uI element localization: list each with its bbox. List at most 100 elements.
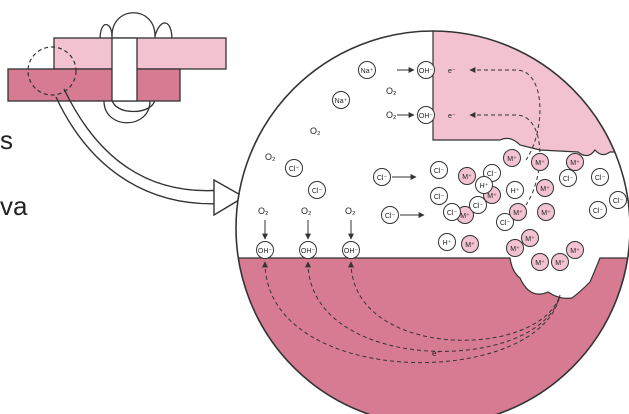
svg-text:H⁺: H⁺ [511,188,520,195]
crevice-ion-metal_ion: M⁺ [458,167,476,185]
lower-sheet [7,68,181,102]
svg-text:M⁺: M⁺ [462,174,472,181]
side-text-2: va [0,191,28,221]
hydroxide-ion-top: OH⁻ [417,106,435,124]
crevice-ion-metal_ion: M⁺ [509,203,527,221]
svg-text:M⁺: M⁺ [465,242,475,249]
svg-text:M⁺: M⁺ [513,210,523,217]
svg-text:M⁺: M⁺ [525,236,535,243]
solution-ion-chloride: Cl⁻ [308,181,326,199]
svg-text:M⁺: M⁺ [541,210,551,217]
svg-text:Cl⁻: Cl⁻ [447,210,458,217]
oxygen-label: O₂ [301,206,312,216]
oxygen-label: O₂ [258,206,269,216]
crevice-ion-chloride: Cl⁻ [443,203,461,221]
crevice-ion-metal_ion: M⁺ [531,153,549,171]
svg-text:Cl⁻: Cl⁻ [434,194,445,201]
svg-text:M⁺: M⁺ [535,160,545,167]
svg-text:M⁺: M⁺ [555,260,565,267]
svg-text:OH⁻: OH⁻ [419,113,434,120]
svg-text:M⁺: M⁺ [535,260,545,267]
oxygen-label: O₂ [310,126,321,136]
electron-label: e⁻ [448,113,456,120]
solution-ion-chloride: Cl⁻ [285,159,303,177]
svg-text:Cl⁻: Cl⁻ [595,175,606,182]
svg-text:Cl⁻: Cl⁻ [312,188,323,195]
hydroxide-ion-bottom: OH⁻ [256,241,274,259]
svg-text:M⁺: M⁺ [510,246,520,253]
upper-plate [432,31,629,157]
svg-text:H⁺: H⁺ [480,183,489,190]
svg-text:H⁺: H⁺ [443,240,452,247]
electron-label: e⁻ [448,68,456,75]
svg-text:M⁺: M⁺ [460,213,470,220]
oxygen-label: O₂ [386,110,397,120]
svg-text:Cl⁻: Cl⁻ [500,220,511,227]
joint-sketch [7,12,227,124]
electron-label-bottom: e⁻ [432,349,441,358]
crevice-ion-chloride: Cl⁻ [469,196,487,214]
hydroxide-ion-bottom: OH⁻ [299,241,317,259]
magnified-detail [236,31,629,414]
solution-ion-chloride: Cl⁻ [430,161,448,179]
svg-text:OH⁻: OH⁻ [419,68,434,75]
solution-ion-sodium: Na⁺ [358,61,376,79]
solution-ion-sodium: Na⁺ [332,91,350,109]
crevice-ion-metal_ion: M⁺ [503,149,521,167]
crevice-ion-metal_ion: M⁺ [531,253,549,271]
side-text-1: s [0,125,13,155]
crevice-ion-hydrogen: H⁺ [475,176,493,194]
crevice-ion-metal_ion: M⁺ [537,203,555,221]
crevice-ion-metal_ion: M⁺ [566,153,584,171]
oxygen-label: O₂ [265,152,276,162]
svg-text:OH⁻: OH⁻ [258,248,273,255]
svg-text:Cl⁻: Cl⁻ [487,171,498,178]
svg-text:OH⁻: OH⁻ [301,248,316,255]
crevice-ion-chloride: Cl⁻ [496,213,514,231]
svg-text:Cl⁻: Cl⁻ [563,176,574,183]
svg-text:Na⁺: Na⁺ [361,68,374,75]
crevice-ion-metal_ion: M⁺ [461,235,479,253]
svg-text:Cl⁻: Cl⁻ [289,166,300,173]
oxygen-label: O₂ [386,86,397,96]
svg-text:M⁺: M⁺ [507,156,517,163]
svg-text:Cl⁻: Cl⁻ [613,198,624,205]
crevice-ion-chloride: Cl⁻ [430,187,448,205]
rivet-shank [111,37,138,102]
crevice-ion-hydrogen: H⁺ [438,233,456,251]
oxygen-label: O₂ [345,206,356,216]
crevice-ion-metal_ion: M⁺ [551,253,569,271]
svg-text:M⁺: M⁺ [540,186,550,193]
crevice-ion-metal_ion: M⁺ [506,239,524,257]
crevice-ion-metal_ion: M⁺ [521,229,539,247]
svg-text:M⁺: M⁺ [487,193,497,200]
upper-sheet [53,37,227,70]
svg-text:Na⁺: Na⁺ [335,98,348,105]
svg-text:Cl⁻: Cl⁻ [434,168,445,175]
lower-plate [236,257,629,414]
svg-text:OH⁻: OH⁻ [344,248,359,255]
svg-text:Cl⁻: Cl⁻ [385,213,396,220]
zoom-arrow [55,88,246,217]
solution-ion-chloride: Cl⁻ [381,206,399,224]
crevice-ion-chloride: Cl⁻ [559,169,577,187]
crevice-ion-chloride: Cl⁻ [591,168,609,186]
crevice-ion-metal_ion: M⁺ [536,179,554,197]
detail-callout-circle [27,46,77,96]
crevice-ion-hydrogen: H⁺ [506,181,524,199]
svg-text:Cl⁻: Cl⁻ [473,203,484,210]
svg-text:M⁺: M⁺ [570,248,580,255]
svg-text:Cl⁻: Cl⁻ [593,208,604,215]
svg-text:M⁺: M⁺ [570,160,580,167]
magnifier-rim [235,30,629,414]
hydroxide-ion-top: OH⁻ [417,61,435,79]
hydroxide-ion-bottom: OH⁻ [342,241,360,259]
rivet-head [103,100,151,124]
svg-text:Cl⁻: Cl⁻ [377,175,388,182]
crevice-ion-chloride: Cl⁻ [589,201,607,219]
crevice-ion-chloride: Cl⁻ [609,191,627,209]
crevice-ion-metal_ion: M⁺ [566,241,584,259]
solution-ion-chloride: Cl⁻ [373,168,391,186]
